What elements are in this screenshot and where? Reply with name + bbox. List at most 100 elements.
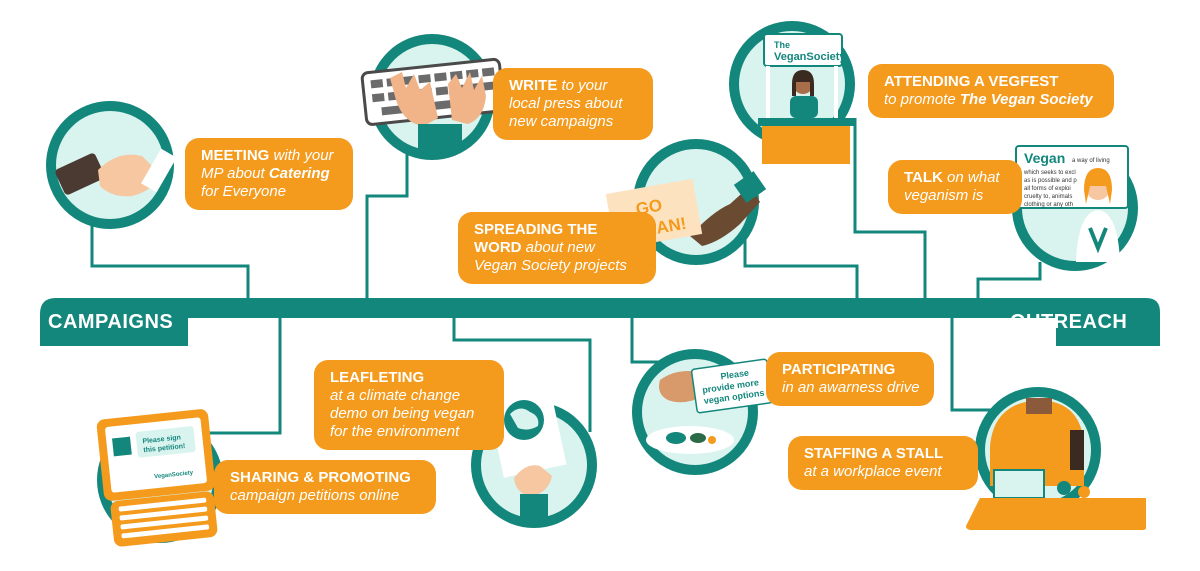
sharing-text-2-1: campaign petitions online <box>230 487 400 504</box>
sharing-illustration: Please sign this petition! VeganSociety <box>96 409 223 547</box>
petition-text-2: this petition! <box>143 443 186 454</box>
hand-right-icon <box>448 72 486 124</box>
talk-illustration: Vegan a way of living which seeks to exc… <box>1012 145 1138 271</box>
connector-meeting <box>90 212 250 300</box>
talk-text-1-2: on what <box>942 169 1000 186</box>
vegfest-text-2-1: to promote <box>884 91 960 108</box>
vegan-logo-icon <box>1088 227 1108 254</box>
whiteboard-line-3: all forms of exploi <box>1024 186 1071 192</box>
staffing-line-1: STAFFING A STALL <box>804 445 964 463</box>
plate-icon <box>646 426 734 454</box>
hand-left-icon <box>390 72 438 126</box>
spreading-line-1: SPREADING THE <box>474 221 642 239</box>
arm-sleeve-icon <box>733 171 767 203</box>
write-text-1-1: WRITE <box>509 77 558 94</box>
leaflet-sleeve-icon <box>520 494 548 524</box>
speaker-body-icon <box>1076 210 1120 262</box>
booth-sign-small: The <box>774 40 790 50</box>
food-icon-2 <box>690 433 706 443</box>
vegfest-text-2-2: The Vegan Society <box>959 91 1093 108</box>
timeline-band <box>40 298 1160 346</box>
stall-cupcake-icon-1 <box>1057 481 1071 495</box>
write-text-3-1: new campaigns <box>509 113 614 130</box>
meeting-text-1-2: with your <box>269 147 334 164</box>
talk-text-1-1: TALK <box>904 169 943 186</box>
meeting-text-2-1: MP about <box>201 165 269 182</box>
talk-line-1: TALK on what <box>904 169 1008 187</box>
meeting-illustration <box>46 101 177 229</box>
whiteboard-title: Vegan <box>1024 150 1065 166</box>
laptop-keys <box>118 497 210 539</box>
meeting-line-2: MP about Catering <box>201 165 339 183</box>
participating-text-2-1: in an awarness drive <box>782 379 920 396</box>
participating-line-2: in an awarness drive <box>782 379 920 397</box>
spreading-text-2-1: WORD <box>474 239 522 256</box>
stall-person-neck-icon <box>1026 398 1052 414</box>
leafleting-illustration <box>471 378 597 528</box>
leafleting-text-4-1: for the environment <box>330 423 460 440</box>
petition-logo-text: VeganSociety <box>154 470 194 480</box>
participating-illustration: Please provide more vegan options <box>632 349 774 475</box>
leafleting-text-2-1: at a climate change <box>330 387 461 404</box>
leafleting-line-3: demo on being vegan <box>330 405 490 423</box>
sleeve-icon <box>418 124 462 150</box>
write-line-1: WRITE to your <box>509 77 639 95</box>
connector-write <box>365 150 409 300</box>
staffing-illustration <box>966 387 1146 530</box>
stall-person-icon <box>990 400 1084 486</box>
vegfest-text-1-1: ATTENDING A VEGFEST <box>884 73 1059 90</box>
booth-sign-name: VeganSociety <box>774 51 846 63</box>
talk-line-2: veganism is <box>904 187 1008 205</box>
booth-pole-right <box>834 66 838 122</box>
petition-bubble <box>135 426 196 458</box>
globe-land-icon <box>510 408 539 430</box>
whiteboard-line-5: clothing or any oth <box>1024 202 1073 208</box>
spreading-illustration: GO VEGAN! <box>605 139 767 265</box>
participating-text-1-1: PARTICIPATING <box>782 361 896 378</box>
leafleting-line-2: at a climate change <box>330 387 490 405</box>
leafleting-line-1: LEAFLETING <box>330 369 490 387</box>
suit-sleeve-icon <box>55 153 105 195</box>
spreading-line-2: WORD about new <box>474 239 642 257</box>
stall-table-icon <box>966 498 1146 530</box>
staffing-text-2-1: at a workplace event <box>804 463 942 480</box>
meeting-line-1: MEETING with your <box>201 147 339 165</box>
petition-text-1: Please sign <box>142 434 181 445</box>
talk-text-2-1: veganism is <box>904 187 984 204</box>
whiteboard-line-2: as is possible and p <box>1024 178 1077 184</box>
connector-vegfest <box>853 118 927 300</box>
write-illustration <box>360 34 506 160</box>
stall-cupcake-icon-2 <box>1078 486 1090 498</box>
staffing-text-1-1: STAFFING A STALL <box>804 445 944 462</box>
sharing-line-2: campaign petitions online <box>230 487 422 505</box>
arm-icon <box>690 186 760 246</box>
vegfest-illustration: The VeganSociety <box>729 21 855 164</box>
stall-arm-icon <box>1070 430 1084 470</box>
booth-pole-left <box>766 66 770 122</box>
write-line-2: local press about <box>509 95 639 113</box>
leafleting-text-3-1: demo on being vegan <box>330 405 475 422</box>
write-text-1-2: to your <box>557 77 608 94</box>
whiteboard-line-4: cruelty to, animals <box>1024 194 1072 200</box>
speaker-hair-icon <box>1084 168 1112 204</box>
person-body-icon <box>790 96 818 118</box>
stall-leaflets-icon <box>993 469 1045 499</box>
participating-line-1: PARTICIPATING <box>782 361 920 379</box>
options-text-1: Please <box>720 368 750 382</box>
whiteboard-line-1: which seeks to excl <box>1023 170 1076 176</box>
booth-counter <box>762 122 850 164</box>
shirt-cuff-icon <box>141 148 177 193</box>
leafleting-line-4: for the environment <box>330 423 490 441</box>
leafleting-text-1-1: LEAFLETING <box>330 369 425 386</box>
connector-talk <box>976 262 1042 300</box>
vegfest-line-1: ATTENDING A VEGFEST <box>884 73 1100 91</box>
meeting-text-1-1: MEETING <box>201 147 270 164</box>
